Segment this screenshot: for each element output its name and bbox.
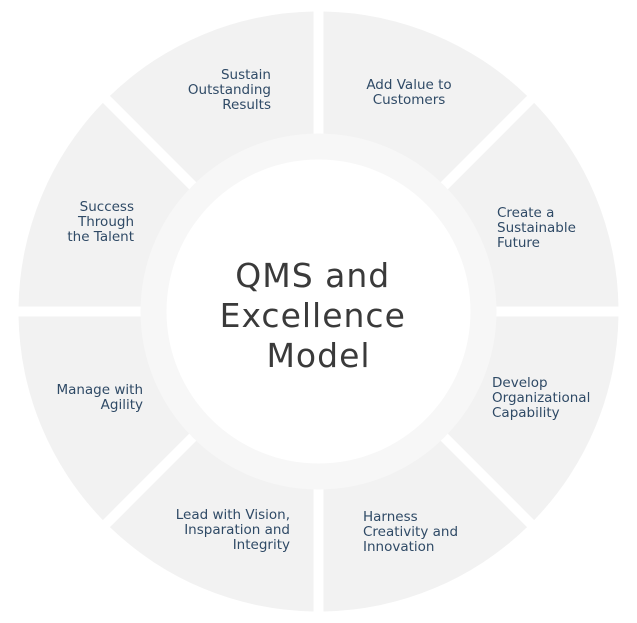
segment-label-6-line-2: Agility <box>101 397 143 413</box>
segment-label-8-line-1: Sustain <box>221 67 271 83</box>
segment-label-4-line-3: Innovation <box>363 539 434 555</box>
segment-label-7-line-2: Through <box>77 214 134 230</box>
segment-label-4-line-1: Harness <box>363 509 418 525</box>
segment-label-6-line-1: Manage with <box>56 382 143 398</box>
segment-label-7-line-3: the Talent <box>67 229 134 245</box>
segment-label-1-line-1: Add Value to <box>366 77 451 93</box>
center-title-line-3: Model <box>266 336 370 375</box>
segment-label-3-line-1: Develop <box>492 375 548 391</box>
segment-label-5-line-3: Integrity <box>233 537 290 553</box>
segment-label-1-line-2: Customers <box>373 92 446 108</box>
center-title-line-1: QMS and <box>235 256 390 295</box>
center-title-line-2: Excellence <box>220 296 406 335</box>
segment-label-5-line-1: Lead with Vision, <box>176 507 290 523</box>
segment-label-7-line-1: Success <box>80 199 134 215</box>
segment-label-5-line-2: Insparation and <box>184 522 290 538</box>
segment-label-2-line-2: Sustainable <box>497 220 576 236</box>
segment-label-2-line-1: Create a <box>497 205 554 221</box>
segment-label-3-line-3: Capability <box>492 405 560 421</box>
segment-label-3-line-2: Organizational <box>492 390 590 406</box>
segment-label-2-line-3: Future <box>497 235 540 251</box>
segment-label-8-line-3: Results <box>222 97 271 113</box>
segment-label-8-line-2: Outstanding <box>188 82 271 98</box>
center-title: QMS and Excellence Model <box>220 256 418 375</box>
center-disc <box>166 159 471 464</box>
segment-label-4-line-2: Creativity and <box>363 524 458 540</box>
